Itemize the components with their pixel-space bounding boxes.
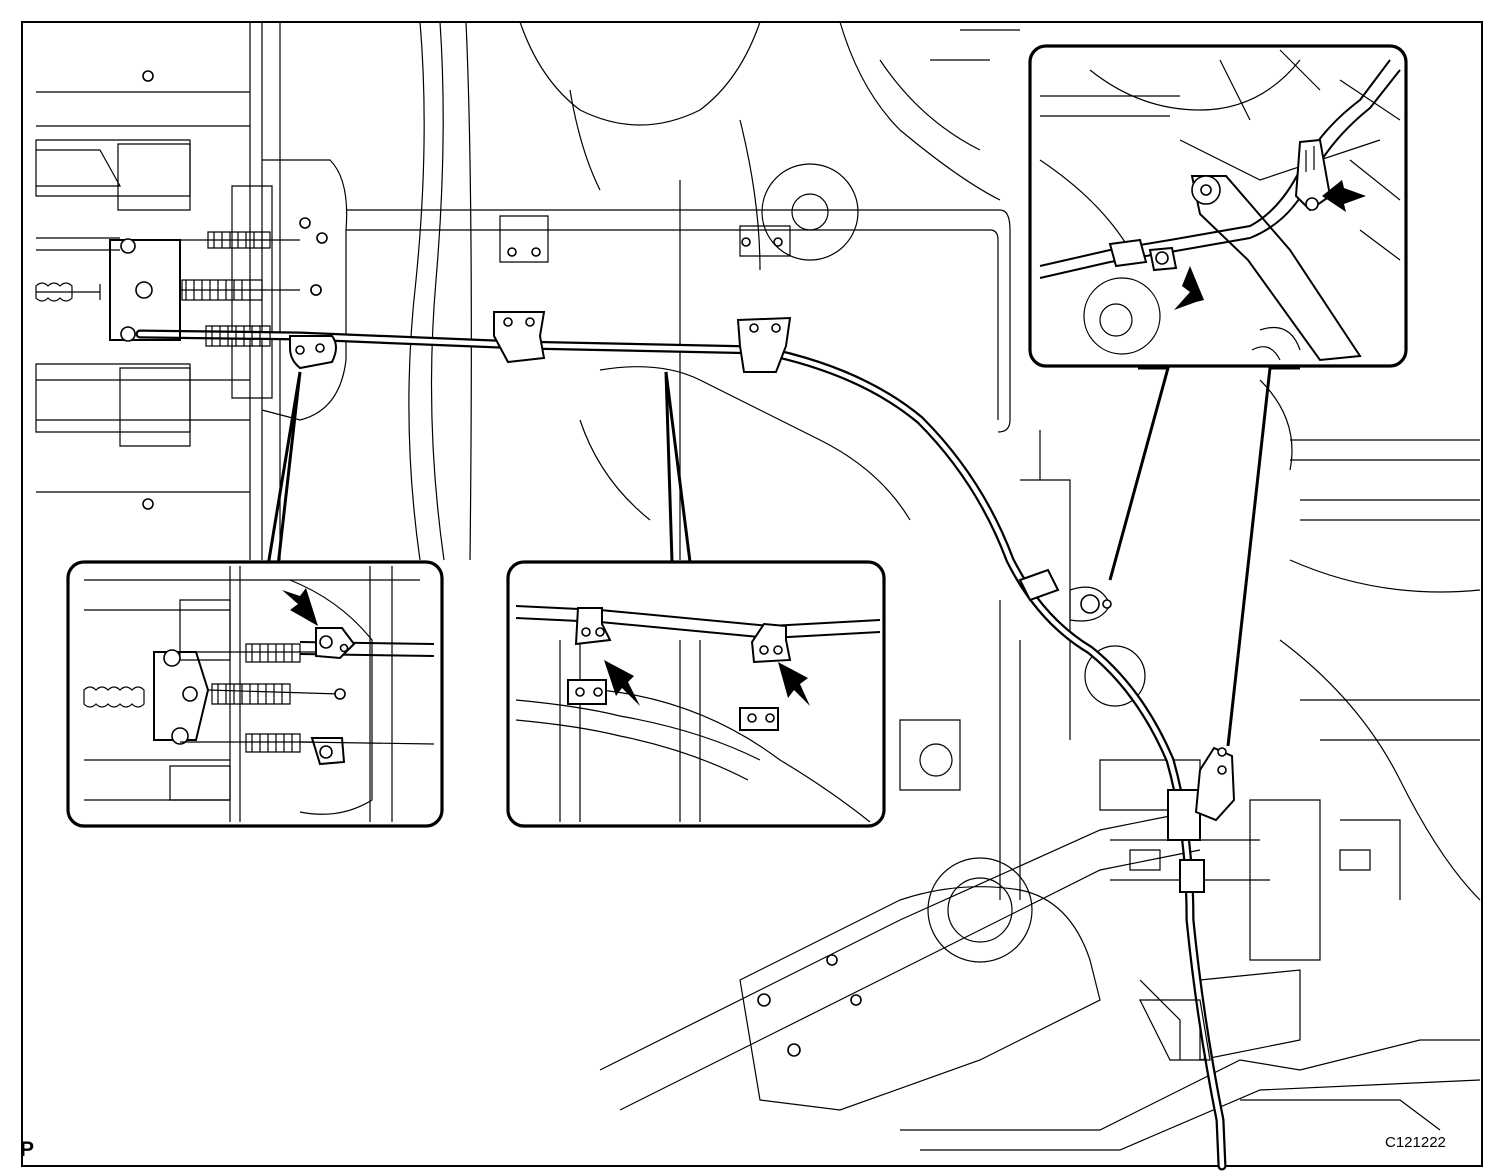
equalizer-assembly	[35, 231, 322, 347]
figure-frame	[21, 21, 1483, 1167]
callout-leaders	[266, 366, 1300, 747]
lower-detail	[1129, 849, 1441, 1131]
figure-id-label: C121222	[1385, 1134, 1446, 1151]
arrow-icon	[1322, 180, 1366, 212]
arrow-icon	[282, 588, 318, 626]
arrow-icon	[778, 662, 810, 706]
view-marker-label: P	[20, 1138, 35, 1161]
brake-cable-main	[135, 329, 1227, 1171]
chassis-outlines	[35, 21, 1481, 1151]
callout-suspension-clamps	[1028, 44, 1408, 368]
cable-brackets-main	[289, 311, 1236, 893]
arrow-icon	[1174, 266, 1204, 310]
arrow-icon	[604, 660, 640, 706]
callout-cable-brackets	[506, 560, 886, 828]
callout-rear-brake-connection	[66, 560, 444, 828]
